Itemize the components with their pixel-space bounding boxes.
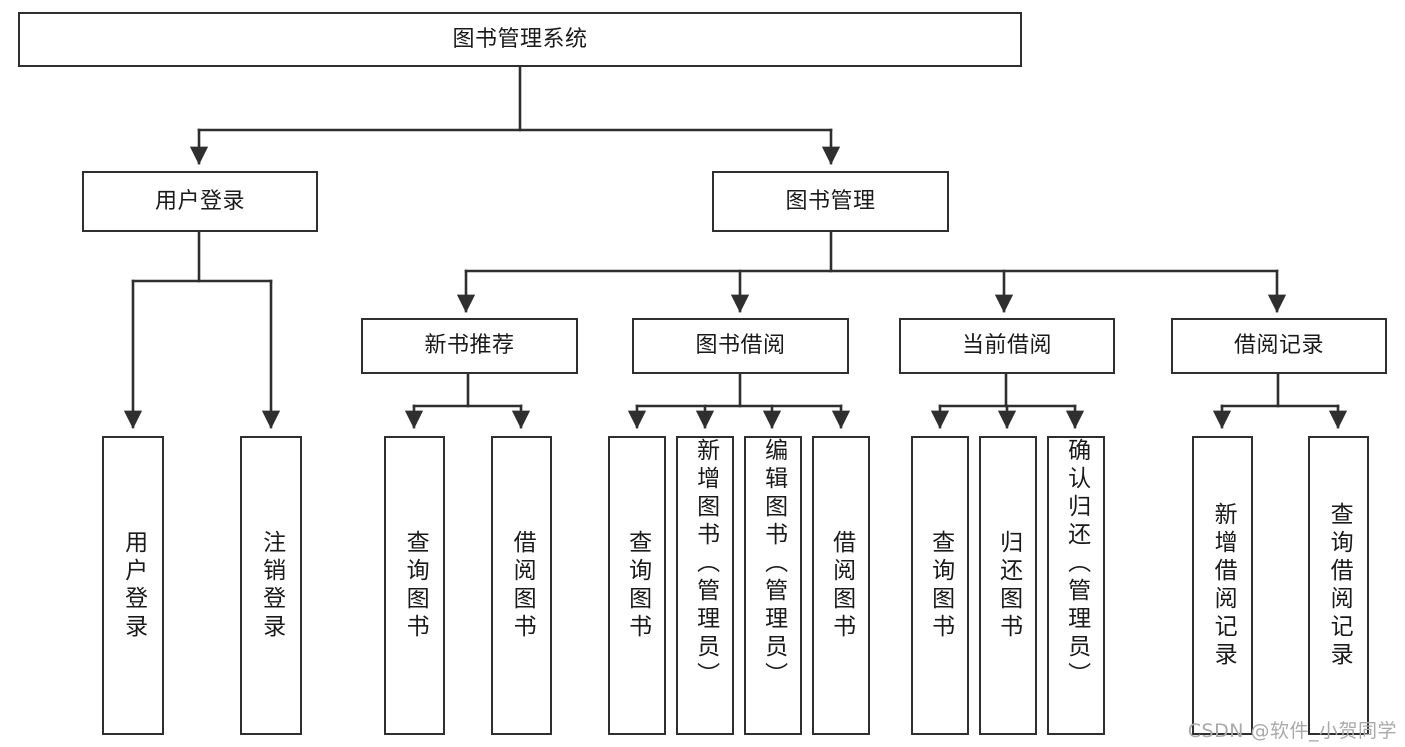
node-current-borrow-label: 当前借阅 xyxy=(961,333,1052,359)
leaf-record-query-record[interactable]: 查询借阅记录 xyxy=(1308,436,1369,735)
node-current-borrow[interactable]: 当前借阅 xyxy=(899,318,1115,374)
csdn-watermark: CSDN @软件_小贺同学 xyxy=(1187,720,1397,742)
leaf-newbook-query-book[interactable]: 查询图书 xyxy=(384,436,445,735)
leaf-record-add-record-label: 新增借阅记录 xyxy=(1210,501,1237,670)
node-root-label: 图书管理系统 xyxy=(452,26,588,52)
leaf-newbook-borrow-book-label: 借阅图书 xyxy=(509,529,536,642)
leaf-user-login-signout[interactable]: 注销登录 xyxy=(240,436,302,735)
leaf-borrow-edit-book[interactable]: 编辑图书（管理员） xyxy=(744,436,802,735)
node-book-borrow[interactable]: 图书借阅 xyxy=(632,318,849,374)
node-borrow-record-label: 借阅记录 xyxy=(1233,333,1324,359)
node-book-borrow-label: 图书借阅 xyxy=(695,333,786,359)
leaf-current-confirm-return-label: 确认归还（管理员） xyxy=(1063,438,1090,690)
leaf-borrow-query-book[interactable]: 查询图书 xyxy=(608,436,666,735)
node-user-login[interactable]: 用户登录 xyxy=(82,171,318,232)
leaf-user-login-signin[interactable]: 用户登录 xyxy=(102,436,164,735)
leaf-current-query-book-label: 查询图书 xyxy=(927,529,954,642)
leaf-current-confirm-return[interactable]: 确认归还（管理员） xyxy=(1047,436,1105,735)
leaf-newbook-query-book-label: 查询图书 xyxy=(402,529,429,642)
leaf-borrow-add-book[interactable]: 新增图书（管理员） xyxy=(676,436,734,735)
node-user-login-label: 用户登录 xyxy=(154,188,245,214)
leaf-borrow-borrow-book[interactable]: 借阅图书 xyxy=(812,436,870,735)
leaf-user-login-signin-label: 用户登录 xyxy=(120,529,147,642)
leaf-current-return-book[interactable]: 归还图书 xyxy=(979,436,1037,735)
node-book-management-label: 图书管理 xyxy=(785,188,876,214)
node-root[interactable]: 图书管理系统 xyxy=(18,12,1022,67)
node-new-book-recommend-label: 新书推荐 xyxy=(424,333,515,359)
leaf-user-login-signout-label: 注销登录 xyxy=(258,529,285,642)
node-book-management[interactable]: 图书管理 xyxy=(712,171,949,232)
node-new-book-recommend[interactable]: 新书推荐 xyxy=(361,318,578,374)
leaf-newbook-borrow-book[interactable]: 借阅图书 xyxy=(491,436,552,735)
leaf-record-add-record[interactable]: 新增借阅记录 xyxy=(1192,436,1253,735)
node-borrow-record[interactable]: 借阅记录 xyxy=(1171,318,1387,374)
leaf-borrow-borrow-book-label: 借阅图书 xyxy=(828,529,855,642)
leaf-borrow-query-book-label: 查询图书 xyxy=(624,529,651,642)
leaf-current-query-book[interactable]: 查询图书 xyxy=(911,436,969,735)
leaf-borrow-add-book-label: 新增图书（管理员） xyxy=(692,438,719,690)
leaf-record-query-record-label: 查询借阅记录 xyxy=(1326,501,1353,670)
leaf-borrow-edit-book-label: 编辑图书（管理员） xyxy=(760,438,787,690)
leaf-current-return-book-label: 归还图书 xyxy=(995,529,1022,642)
